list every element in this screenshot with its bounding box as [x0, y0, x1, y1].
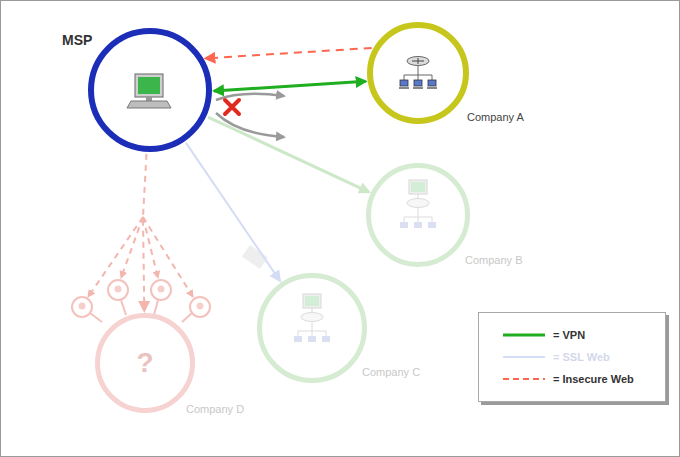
vpn-connector	[208, 117, 369, 192]
insecure-web-connector	[205, 48, 371, 59]
fan-lines	[88, 217, 193, 297]
spoke-lines	[90, 300, 192, 322]
node-label: Company C	[362, 366, 420, 378]
legend-entry: = SSL Web	[479, 346, 665, 368]
circle-ring	[369, 166, 468, 265]
legend-line	[503, 378, 545, 380]
circle-outline	[88, 28, 212, 152]
circle-ring	[260, 276, 365, 381]
circle-ring	[98, 316, 193, 411]
circle-outline	[367, 22, 469, 124]
vpn-connector	[214, 81, 366, 91]
network-icon	[294, 294, 330, 342]
legend-sample	[501, 352, 547, 362]
node-label: MSP	[62, 33, 92, 48]
legend-sample	[501, 374, 547, 384]
node-label: Company B	[465, 254, 522, 266]
ssl-web-connector	[186, 143, 280, 281]
network-icon	[400, 180, 436, 228]
circle-outline	[366, 163, 470, 267]
computer-icon	[127, 74, 171, 108]
red-cross	[225, 100, 239, 114]
endpoint-icons	[79, 286, 204, 310]
legend-entry: = VPN	[479, 324, 665, 346]
network-icon	[399, 57, 437, 90]
legend-text: = VPN	[553, 329, 585, 341]
legend-line	[503, 334, 545, 337]
endpoint-circles	[72, 280, 210, 317]
legend-sample	[501, 330, 547, 340]
circle-outline	[257, 273, 367, 383]
insecure-web-connector	[143, 154, 146, 311]
mark-text: ?	[136, 348, 153, 379]
circle-ring	[370, 25, 466, 121]
node-label: Company D	[186, 403, 244, 415]
circle-ring	[91, 31, 209, 149]
legend-text: = Insecure Web	[553, 373, 634, 385]
legend-text: = SSL Web	[553, 351, 610, 363]
legend-entry: = Insecure Web	[479, 368, 665, 390]
company-circle: Company C	[257, 273, 367, 383]
company-circle: Company A	[367, 22, 469, 124]
company-circle: ?Company D	[95, 313, 195, 413]
node-label: Company A	[467, 111, 524, 123]
legend-line	[503, 356, 545, 358]
msp-circle: MSP	[88, 28, 212, 152]
legend-box: = VPN = SSL Web = Insecure Web	[478, 312, 666, 402]
company-circle: Company B	[366, 163, 470, 267]
